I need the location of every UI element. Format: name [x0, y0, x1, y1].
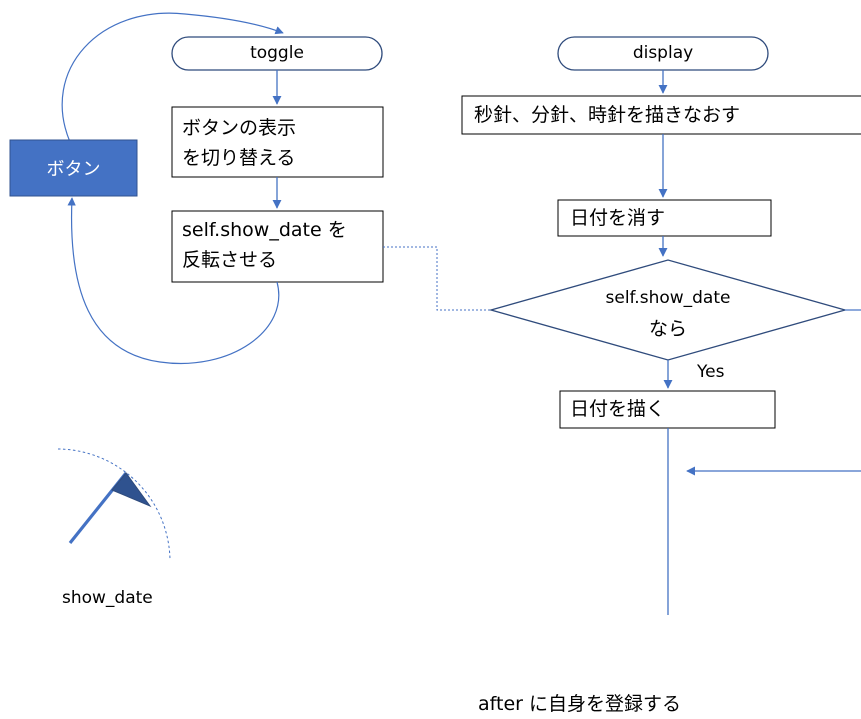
- display-step2-label: 日付を消す: [570, 207, 666, 229]
- toggle-step1-box: [171, 106, 384, 178]
- toggle-step2-line1: self.show_date を: [182, 219, 347, 241]
- dotted-arc: [57, 448, 171, 561]
- connector-step2-to-button: [67, 197, 280, 364]
- display-step3-label: 日付を描く: [570, 398, 666, 420]
- toggle-step2-line2: 反転させる: [182, 249, 278, 271]
- display-step1-box: [461, 95, 861, 135]
- button-shape: [9, 139, 138, 197]
- toggle-label: toggle: [250, 43, 304, 63]
- display-step2-box: [557, 199, 772, 237]
- display-step1-label: 秒針、分針、時針を描きなおす: [474, 104, 741, 126]
- yes-label: Yes: [697, 362, 725, 382]
- dotted-link-flag-decision: [383, 246, 491, 311]
- toggle-step1-line1: ボタンの表示: [182, 117, 297, 139]
- connector-button-to-toggle: [61, 12, 284, 143]
- flag-icon: [111, 472, 152, 508]
- decision-label-line1: self.show_date: [605, 288, 731, 308]
- decision-diamond: [488, 259, 848, 361]
- display-label: display: [632, 43, 694, 63]
- toggle-step1-line2: を切り替える: [182, 147, 296, 169]
- variable-label: show_date: [62, 588, 153, 608]
- display-step4-label: after に自身を登録する: [478, 693, 681, 715]
- display-step3-box: [559, 390, 776, 429]
- flowchart-canvas: [9, 12, 861, 615]
- button-label: ボタン: [46, 159, 101, 180]
- decision-label-line2: なら: [648, 318, 687, 340]
